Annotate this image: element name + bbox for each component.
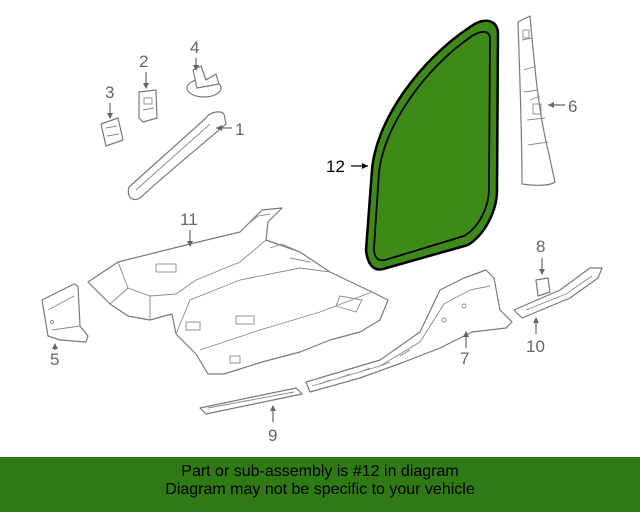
callout-4: 4 — [190, 38, 199, 71]
svg-text:12: 12 — [326, 157, 345, 176]
part-7-sill-trim[interactable] — [305, 269, 513, 393]
part-4-fastener[interactable] — [186, 65, 222, 98]
info-banner: Part or sub-assembly is #12 in diagram D… — [0, 457, 640, 512]
svg-text:1: 1 — [235, 120, 244, 139]
part-5-trim-panel[interactable] — [41, 283, 89, 343]
callout-6: 6 — [548, 97, 577, 116]
svg-text:2: 2 — [139, 52, 148, 71]
callout-5: 5 — [50, 343, 59, 369]
part-3-bracket[interactable] — [100, 117, 124, 147]
callout-11: 11 — [180, 210, 198, 247]
svg-text:4: 4 — [190, 38, 199, 57]
callout-2: 2 — [139, 52, 149, 89]
part-10-scuff-plate[interactable] — [513, 267, 603, 319]
svg-text:11: 11 — [180, 210, 198, 229]
parts-diagram: 12 6 1 2 3 — [41, 15, 603, 445]
part-12-door-seal[interactable] — [364, 19, 500, 271]
banner-line-highlight: Part or sub-assembly is #12 in diagram — [181, 463, 459, 480]
callout-1: 1 — [216, 120, 244, 139]
part-1-a-pillar-trim[interactable] — [127, 111, 227, 201]
banner-line-disclaimer: Diagram may not be specific to your vehi… — [165, 481, 475, 498]
svg-text:6: 6 — [568, 97, 577, 116]
part-6-pillar-trim[interactable] — [517, 15, 556, 186]
callout-9: 9 — [268, 405, 277, 445]
svg-text:5: 5 — [50, 350, 59, 369]
part-2-clip[interactable] — [138, 89, 158, 123]
svg-text:8: 8 — [536, 237, 545, 256]
callout-7: 7 — [460, 331, 469, 368]
callout-10: 10 — [526, 317, 545, 356]
callout-12: 12 — [326, 157, 368, 176]
part-11-floor-carpet[interactable] — [87, 207, 389, 375]
callout-8: 8 — [536, 237, 545, 275]
svg-text:10: 10 — [526, 337, 545, 356]
svg-text:7: 7 — [460, 349, 469, 368]
svg-text:9: 9 — [268, 426, 277, 445]
part-8-clip[interactable] — [535, 277, 551, 297]
svg-text:3: 3 — [105, 83, 114, 102]
part-9-sill-strip[interactable] — [199, 387, 303, 415]
callout-3: 3 — [105, 83, 114, 119]
